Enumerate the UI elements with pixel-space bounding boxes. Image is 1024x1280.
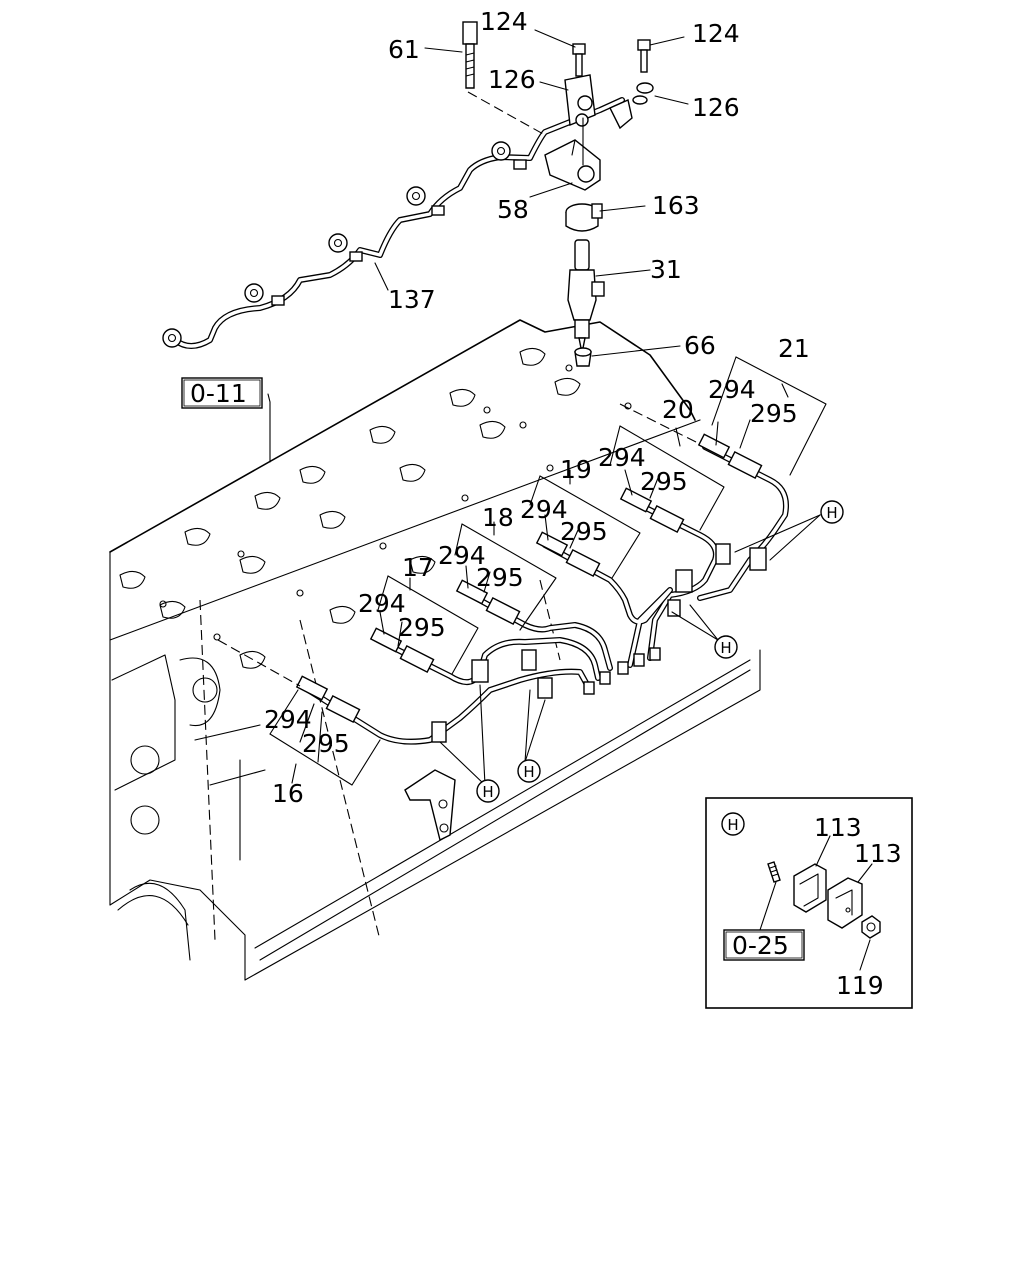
callout-119: 119 [836,971,884,1000]
callout-58: 58 [497,195,529,224]
detail-marker-h: H [476,779,500,803]
pipe-nut-17 [369,627,435,673]
pipe-nut-21 [697,433,763,479]
callout-124-right: 124 [692,19,740,48]
callout-126-right: 126 [692,93,740,122]
leader-lines [267,29,827,786]
callout-163: 163 [652,191,700,220]
callout-labels: 61 124 124 126 126 58 163 31 137 66 21 2… [264,7,810,808]
callout-294-pipe21: 294 [708,375,756,404]
detail-marker-h-label: H [826,504,837,522]
callout-113-left: 113 [814,813,862,842]
detail-marker-h-label: H [523,763,534,781]
detail-marker-h: H [517,759,541,783]
callout-17: 17 [402,553,434,582]
callout-295-pipe18: 295 [476,563,524,592]
ref-box-0-25: 0-25 [723,929,805,961]
callout-126-left: 126 [488,65,536,94]
ref-label-0-11: 0-11 [190,379,247,408]
pipe-nut-19 [535,531,601,577]
callout-113-right: 113 [854,839,902,868]
callout-137: 137 [388,285,436,314]
callout-18: 18 [482,503,514,532]
leak-off-pipe [162,97,625,349]
callout-20: 20 [662,395,694,424]
callout-61: 61 [388,35,420,64]
pipe-nut-20 [619,487,685,533]
callout-294-pipe19: 294 [520,495,568,524]
callout-295-pipe19: 295 [560,517,608,546]
ref-box-0-11: 0-11 [181,377,263,409]
callout-21: 21 [778,334,810,363]
detail-marker-h: H [820,500,844,524]
callout-295-pipe17: 295 [398,613,446,642]
cylinder-head-outline [109,319,761,981]
injector-assembly [462,21,654,367]
detail-inset-h: H 113 113 119 0-25 [705,797,913,1009]
callout-294-pipe16: 294 [264,705,312,734]
callout-295-pipe16: 295 [302,729,350,758]
detail-marker-h: H [714,635,738,659]
pipe-nut-16 [295,675,361,723]
callout-31: 31 [650,255,682,284]
callout-124-left: 124 [480,7,528,36]
injection-pipes [217,403,789,745]
callout-19: 19 [560,455,592,484]
detail-marker-h-label: H [720,639,731,657]
detail-markers: H H H H [476,500,844,803]
callout-294-pipe18: 294 [438,541,486,570]
inset-marker-h-label: H [727,816,738,834]
callout-295-pipe20: 295 [640,467,688,496]
ref-label-0-25: 0-25 [732,931,789,960]
pipe-nut-18 [455,579,521,625]
callout-16: 16 [272,779,304,808]
callout-294-pipe20: 294 [598,443,646,472]
detail-marker-h-label: H [482,783,493,801]
callout-294-pipe17: 294 [358,589,406,618]
callout-295-pipe21: 295 [750,399,798,428]
callout-66: 66 [684,331,716,360]
